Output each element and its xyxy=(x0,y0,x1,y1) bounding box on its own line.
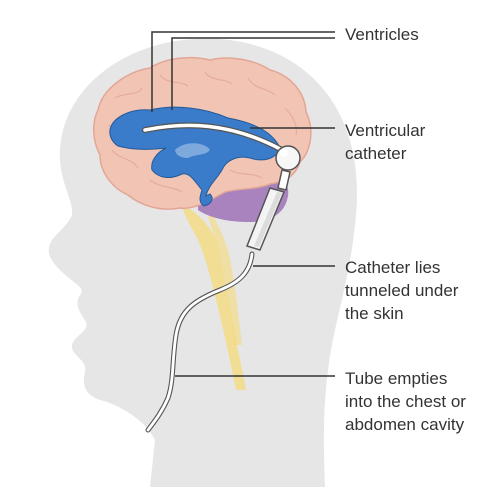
valve-connector xyxy=(277,169,291,191)
label-catheter-line1: Ventricular xyxy=(345,121,426,140)
leader-ventricles-2 xyxy=(171,37,335,110)
label-ventricular-catheter: Ventricular catheter xyxy=(345,121,430,163)
label-catheter-line2: catheter xyxy=(345,144,407,163)
spinal-cord-right xyxy=(206,206,242,345)
label-tunnel-line2: tunneled under xyxy=(345,281,459,300)
distal-catheter-inner xyxy=(146,252,254,432)
label-tunnel-line1: Catheter lies xyxy=(345,258,440,277)
label-tunnel-line3: the skin xyxy=(345,304,404,323)
brain-gyri xyxy=(107,71,297,193)
leader-lines xyxy=(151,31,335,377)
ventricle-horn xyxy=(175,143,210,158)
label-ventricles: Ventricles xyxy=(345,25,419,44)
ventricular-catheter-inner xyxy=(143,123,284,152)
valve-highlight xyxy=(280,149,288,157)
leader-ventricles xyxy=(151,31,335,112)
valve-body-shade xyxy=(254,192,282,247)
label-tube-line1: Tube empties xyxy=(345,369,447,388)
label-tube: Tube empties into the chest or abdomen c… xyxy=(345,369,471,434)
label-tube-line2: into the chest or xyxy=(345,392,466,411)
spinal-cord xyxy=(182,205,246,390)
valve-reservoir xyxy=(275,145,301,171)
label-tube-line3: abdomen cavity xyxy=(345,415,465,434)
label-tunneled: Catheter lies tunneled under the skin xyxy=(345,258,463,323)
